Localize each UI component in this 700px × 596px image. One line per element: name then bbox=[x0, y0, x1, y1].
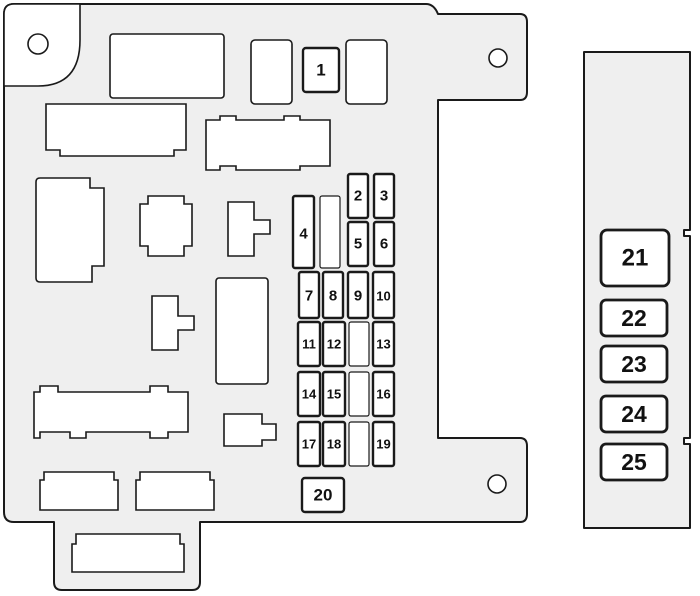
fuse-label-10: 10 bbox=[376, 289, 390, 304]
relay-small-left bbox=[139, 195, 193, 257]
fuse-2: 2 bbox=[346, 172, 370, 220]
connector-upper-middle bbox=[205, 115, 331, 171]
relay-small-right bbox=[227, 201, 271, 257]
fuse-9: 9 bbox=[346, 270, 370, 320]
fuse-label-7: 7 bbox=[305, 288, 313, 305]
fuse-slot-empty bbox=[319, 195, 341, 269]
fuse-20: 20 bbox=[300, 476, 346, 514]
mounting-hole-bottom-right bbox=[487, 474, 507, 494]
fuse-label-22: 22 bbox=[621, 305, 647, 331]
fuse-11: 11 bbox=[296, 320, 322, 368]
fuse-label-4: 4 bbox=[299, 226, 308, 243]
fuse-label-8: 8 bbox=[329, 288, 337, 305]
fuse-16: 16 bbox=[371, 370, 396, 418]
fuse-label-6: 6 bbox=[380, 236, 388, 253]
relay-top-small-left bbox=[250, 39, 293, 105]
fuse-label-15: 15 bbox=[327, 387, 341, 402]
connector-long-horizontal bbox=[33, 385, 189, 439]
fuse-label-9: 9 bbox=[354, 288, 362, 305]
fuse-label-1: 1 bbox=[316, 61, 325, 80]
connector-bottom-tab bbox=[71, 533, 185, 573]
relay-center-tall bbox=[215, 277, 269, 385]
fuse-slot-empty bbox=[348, 371, 370, 417]
mounting-hole-top-left bbox=[27, 33, 49, 55]
fuse-label-23: 23 bbox=[621, 351, 647, 377]
relay-left-tall bbox=[35, 177, 105, 283]
fuse-3: 3 bbox=[372, 172, 396, 220]
connector-bottom-middle bbox=[135, 471, 215, 511]
relay-small-lower bbox=[151, 295, 195, 351]
fuse-label-25: 25 bbox=[621, 449, 647, 475]
fuse-12: 12 bbox=[321, 320, 347, 368]
fuse-label-3: 3 bbox=[380, 188, 388, 205]
fuse-label-2: 2 bbox=[354, 188, 362, 205]
fuse-10: 10 bbox=[371, 270, 396, 320]
fuse-4: 4 bbox=[291, 194, 316, 270]
fuse-8: 8 bbox=[321, 270, 345, 320]
fuse-label-19: 19 bbox=[376, 437, 390, 452]
fuse-slot-empty bbox=[348, 421, 370, 467]
fuse-14: 14 bbox=[296, 370, 322, 418]
connector-bottom-left bbox=[39, 471, 119, 511]
fuse-19: 19 bbox=[371, 420, 396, 468]
fuse-17: 17 bbox=[296, 420, 322, 468]
fuse-label-5: 5 bbox=[354, 236, 362, 253]
connector-upper-left bbox=[45, 103, 187, 157]
fuse-slot-empty bbox=[348, 321, 370, 367]
fuse-label-20: 20 bbox=[314, 486, 333, 505]
fuse-label-21: 21 bbox=[622, 245, 649, 272]
fuse-23: 23 bbox=[599, 344, 669, 384]
mounting-hole-top-right bbox=[488, 48, 508, 68]
fuse-label-13: 13 bbox=[376, 337, 390, 352]
fuse-label-16: 16 bbox=[376, 387, 390, 402]
fuse-24: 24 bbox=[599, 394, 669, 434]
fuse-22: 22 bbox=[599, 298, 669, 338]
fuse-21: 21 bbox=[599, 228, 671, 288]
fuse-18: 18 bbox=[321, 420, 347, 468]
fuse-13: 13 bbox=[371, 320, 396, 368]
fuse-label-11: 11 bbox=[302, 337, 316, 352]
fuse-1: 1 bbox=[301, 46, 341, 94]
fuse-label-12: 12 bbox=[327, 337, 341, 352]
fuse-label-24: 24 bbox=[621, 401, 647, 427]
fuse-7: 7 bbox=[297, 270, 321, 320]
fuse-label-17: 17 bbox=[302, 437, 316, 452]
fuse-label-18: 18 bbox=[327, 437, 341, 452]
fuse-15: 15 bbox=[321, 370, 347, 418]
fuse-25: 25 bbox=[599, 442, 669, 482]
relay-top-small-right bbox=[345, 39, 388, 105]
relay-small-bottom bbox=[223, 413, 277, 447]
fuse-6: 6 bbox=[372, 220, 396, 268]
fuse-5: 5 bbox=[346, 220, 370, 268]
relay-top-large bbox=[109, 33, 225, 99]
fuse-label-14: 14 bbox=[302, 387, 317, 402]
